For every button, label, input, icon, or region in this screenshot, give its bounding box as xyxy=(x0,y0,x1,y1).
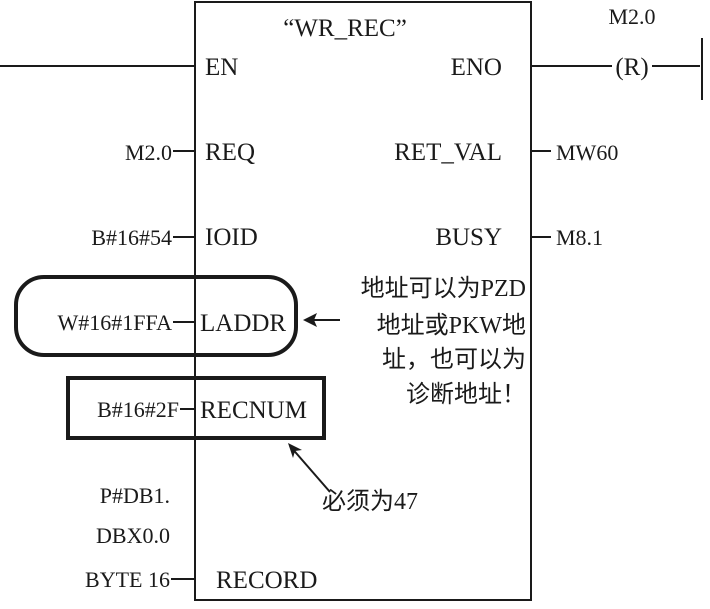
pin-record-label: RECORD xyxy=(216,567,317,594)
param-req-value: M2.0 xyxy=(125,140,172,165)
param-busy-value: M8.1 xyxy=(556,225,603,250)
laddr-note-line-2: 地址或PKW地 xyxy=(377,312,526,339)
laddr-note-line-1: 地址可以为PZD xyxy=(361,275,526,302)
recnum-note: 必须为47 xyxy=(322,488,418,515)
function-block-wr-rec xyxy=(194,1,532,601)
param-ioid-value: B#16#54 xyxy=(91,225,172,250)
coil-address: M2.0 xyxy=(608,4,655,29)
recnum-highlight-frame xyxy=(66,376,326,440)
pin-en-label: EN xyxy=(205,54,238,81)
laddr-highlight-frame xyxy=(14,275,298,357)
param-laddr-value: W#16#1FFA xyxy=(58,310,173,335)
block-title: “WR_REC” xyxy=(283,15,407,42)
pin-busy-label: BUSY xyxy=(435,224,502,251)
reset-coil: (R) xyxy=(615,54,648,81)
param-record-line-3: BYTE 16 xyxy=(85,567,170,592)
pin-req-label: REQ xyxy=(205,139,255,166)
param-ret-val-value: MW60 xyxy=(556,140,618,165)
laddr-note-line-3: 址，也可以为 xyxy=(382,346,526,373)
recnum-note-arrow xyxy=(289,445,331,493)
pin-ioid-label: IOID xyxy=(205,224,258,251)
param-record-line-1: P#DB1. xyxy=(100,483,170,508)
laddr-note-arrow-head xyxy=(303,313,317,327)
param-record-line-2: DBX0.0 xyxy=(96,523,170,548)
pin-laddr-label: LADDR xyxy=(200,310,286,337)
pin-eno-label: ENO xyxy=(451,54,502,81)
pin-recnum-label: RECNUM xyxy=(200,397,307,424)
recnum-note-arrow-head xyxy=(288,443,302,458)
laddr-note-line-4: 诊断地址！ xyxy=(406,381,526,408)
pin-ret-val-label: RET_VAL xyxy=(394,139,502,166)
param-recnum-value: B#16#2F xyxy=(97,397,179,422)
